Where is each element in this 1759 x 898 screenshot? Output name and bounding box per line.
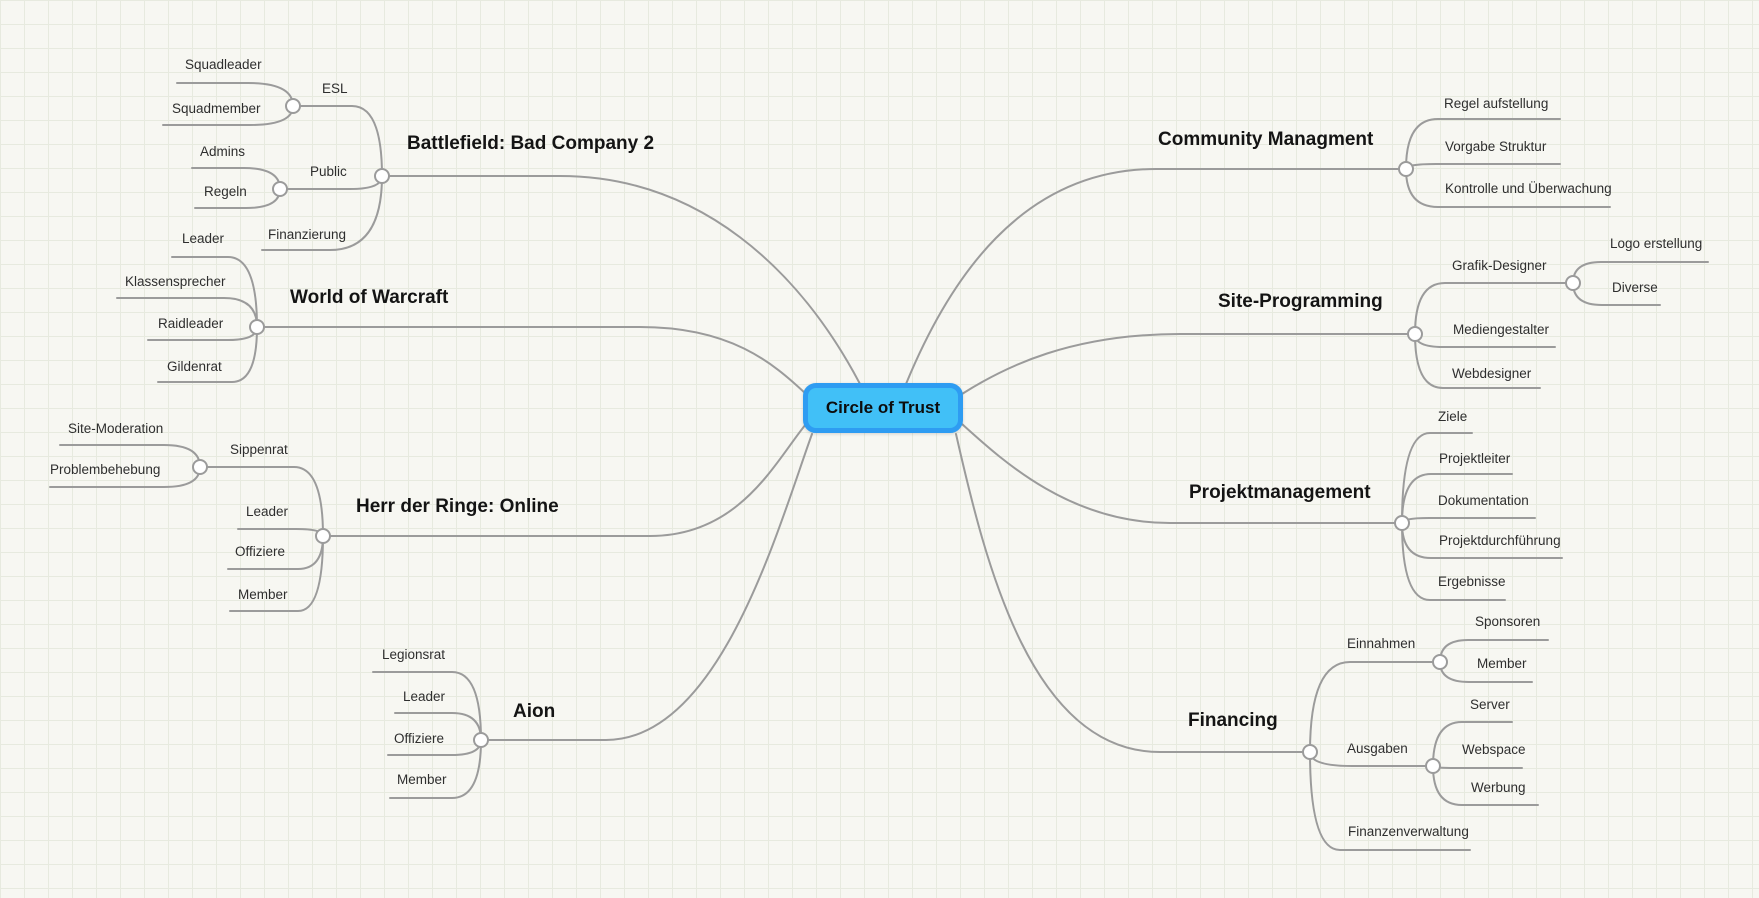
node-sippenrat[interactable]: Sippenrat (230, 442, 288, 457)
branch-title-site-programming[interactable]: Site-Programming (1218, 291, 1383, 312)
connector-hdr-leader (237, 528, 324, 537)
junction-herr-der-ringe (315, 528, 331, 544)
node-hdr-member[interactable]: Member (238, 587, 288, 602)
node-aion-member[interactable]: Member (397, 772, 447, 787)
node-ergebnisse[interactable]: Ergebnisse (1438, 574, 1506, 589)
node-wow-leader[interactable]: Leader (182, 231, 225, 246)
node-logo-erstellung[interactable]: Logo erstellung (1610, 236, 1703, 251)
node-projektdurchfuehrung[interactable]: Projektdurchführung (1439, 533, 1561, 548)
branch-title-projektmanagement[interactable]: Projektmanagement (1189, 482, 1371, 503)
node-klassensprecher[interactable]: Klassensprecher (125, 274, 226, 289)
connector-webspace (1432, 765, 1523, 769)
node-public[interactable]: Public (310, 164, 347, 179)
junction-battlefield (374, 168, 390, 184)
node-werbung[interactable]: Werbung (1471, 780, 1526, 795)
connector-legionsrat (372, 671, 482, 741)
connector-world-of-warcraft (256, 326, 807, 395)
node-dokumentation[interactable]: Dokumentation (1438, 493, 1529, 508)
junction-site-programming (1407, 326, 1423, 342)
junction-aion (473, 732, 489, 748)
connector-einnahmen (1309, 661, 1441, 753)
node-mediengestalter[interactable]: Mediengestalter (1453, 322, 1550, 337)
node-problembehebung[interactable]: Problembehebung (50, 462, 161, 477)
junction-grafik-designer (1565, 275, 1581, 291)
node-squadleader[interactable]: Squadleader (185, 57, 262, 72)
node-esl[interactable]: ESL (322, 81, 348, 96)
branch-title-aion[interactable]: Aion (513, 701, 556, 722)
node-aion-offiziere[interactable]: Offiziere (394, 731, 445, 746)
node-projektleiter[interactable]: Projektleiter (1439, 451, 1511, 466)
node-legionsrat[interactable]: Legionsrat (382, 647, 446, 662)
connector-battlefield (381, 175, 861, 385)
node-diverse[interactable]: Diverse (1612, 280, 1658, 295)
node-aion-leader[interactable]: Leader (403, 689, 446, 704)
connector-aion (480, 433, 813, 741)
node-regeln[interactable]: Regeln (204, 184, 247, 199)
junction-esl (285, 98, 301, 114)
node-admins[interactable]: Admins (200, 144, 246, 159)
junction-community (1398, 161, 1414, 177)
node-hdr-offiziere[interactable]: Offiziere (235, 544, 286, 559)
connector-dokumentation (1401, 517, 1536, 524)
node-gildenrat[interactable]: Gildenrat (167, 359, 222, 374)
node-ziele[interactable]: Ziele (1438, 409, 1468, 424)
node-fin-member[interactable]: Member (1477, 656, 1527, 671)
junction-projektmanagement (1394, 515, 1410, 531)
node-site-moderation[interactable]: Site-Moderation (68, 421, 164, 436)
node-vorgabe-struktur[interactable]: Vorgabe Struktur (1445, 139, 1547, 154)
node-finanzenverwaltung[interactable]: Finanzenverwaltung (1348, 824, 1469, 839)
node-regel-aufstellung[interactable]: Regel aufstellung (1444, 96, 1549, 111)
connector-herr-der-ringe (322, 423, 807, 537)
node-hdr-leader[interactable]: Leader (246, 504, 289, 519)
node-server[interactable]: Server (1470, 697, 1510, 712)
node-finanzierung[interactable]: Finanzierung (268, 227, 347, 242)
connector-vorgabe-struktur (1405, 163, 1561, 170)
node-kontrolle-und-ueberwachung[interactable]: Kontrolle und Überwachung (1445, 181, 1612, 196)
node-einnahmen[interactable]: Einnahmen (1347, 636, 1416, 651)
branch-title-world-of-warcraft[interactable]: World of Warcraft (290, 287, 449, 308)
node-squadmember[interactable]: Squadmember (172, 101, 261, 116)
branch-title-community[interactable]: Community Managment (1158, 129, 1374, 150)
connector-site-programming (961, 333, 1416, 395)
connector-projektmanagement (961, 423, 1403, 524)
junction-ausgaben (1425, 758, 1441, 774)
connector-sippenrat (199, 466, 324, 537)
connector-community (905, 168, 1407, 385)
node-sponsoren[interactable]: Sponsoren (1475, 614, 1541, 629)
connector-ziele (1401, 432, 1473, 524)
branch-title-battlefield[interactable]: Battlefield: Bad Company 2 (407, 133, 655, 154)
node-raidleader[interactable]: Raidleader (158, 316, 224, 331)
node-webspace[interactable]: Webspace (1462, 742, 1526, 757)
junction-public (272, 181, 288, 197)
connector-aion-member (389, 739, 482, 799)
node-webdesigner[interactable]: Webdesigner (1452, 366, 1532, 381)
node-ausgaben[interactable]: Ausgaben (1347, 741, 1408, 756)
junction-financing (1302, 744, 1318, 760)
junction-sippenrat (192, 459, 208, 475)
branch-title-financing[interactable]: Financing (1188, 710, 1278, 731)
center-node[interactable]: Circle of Trust (803, 383, 963, 433)
branch-title-herr-der-ringe[interactable]: Herr der Ringe: Online (356, 496, 559, 517)
junction-world-of-warcraft (249, 319, 265, 335)
junction-einnahmen (1432, 654, 1448, 670)
node-grafik-designer[interactable]: Grafik-Designer (1452, 258, 1547, 273)
